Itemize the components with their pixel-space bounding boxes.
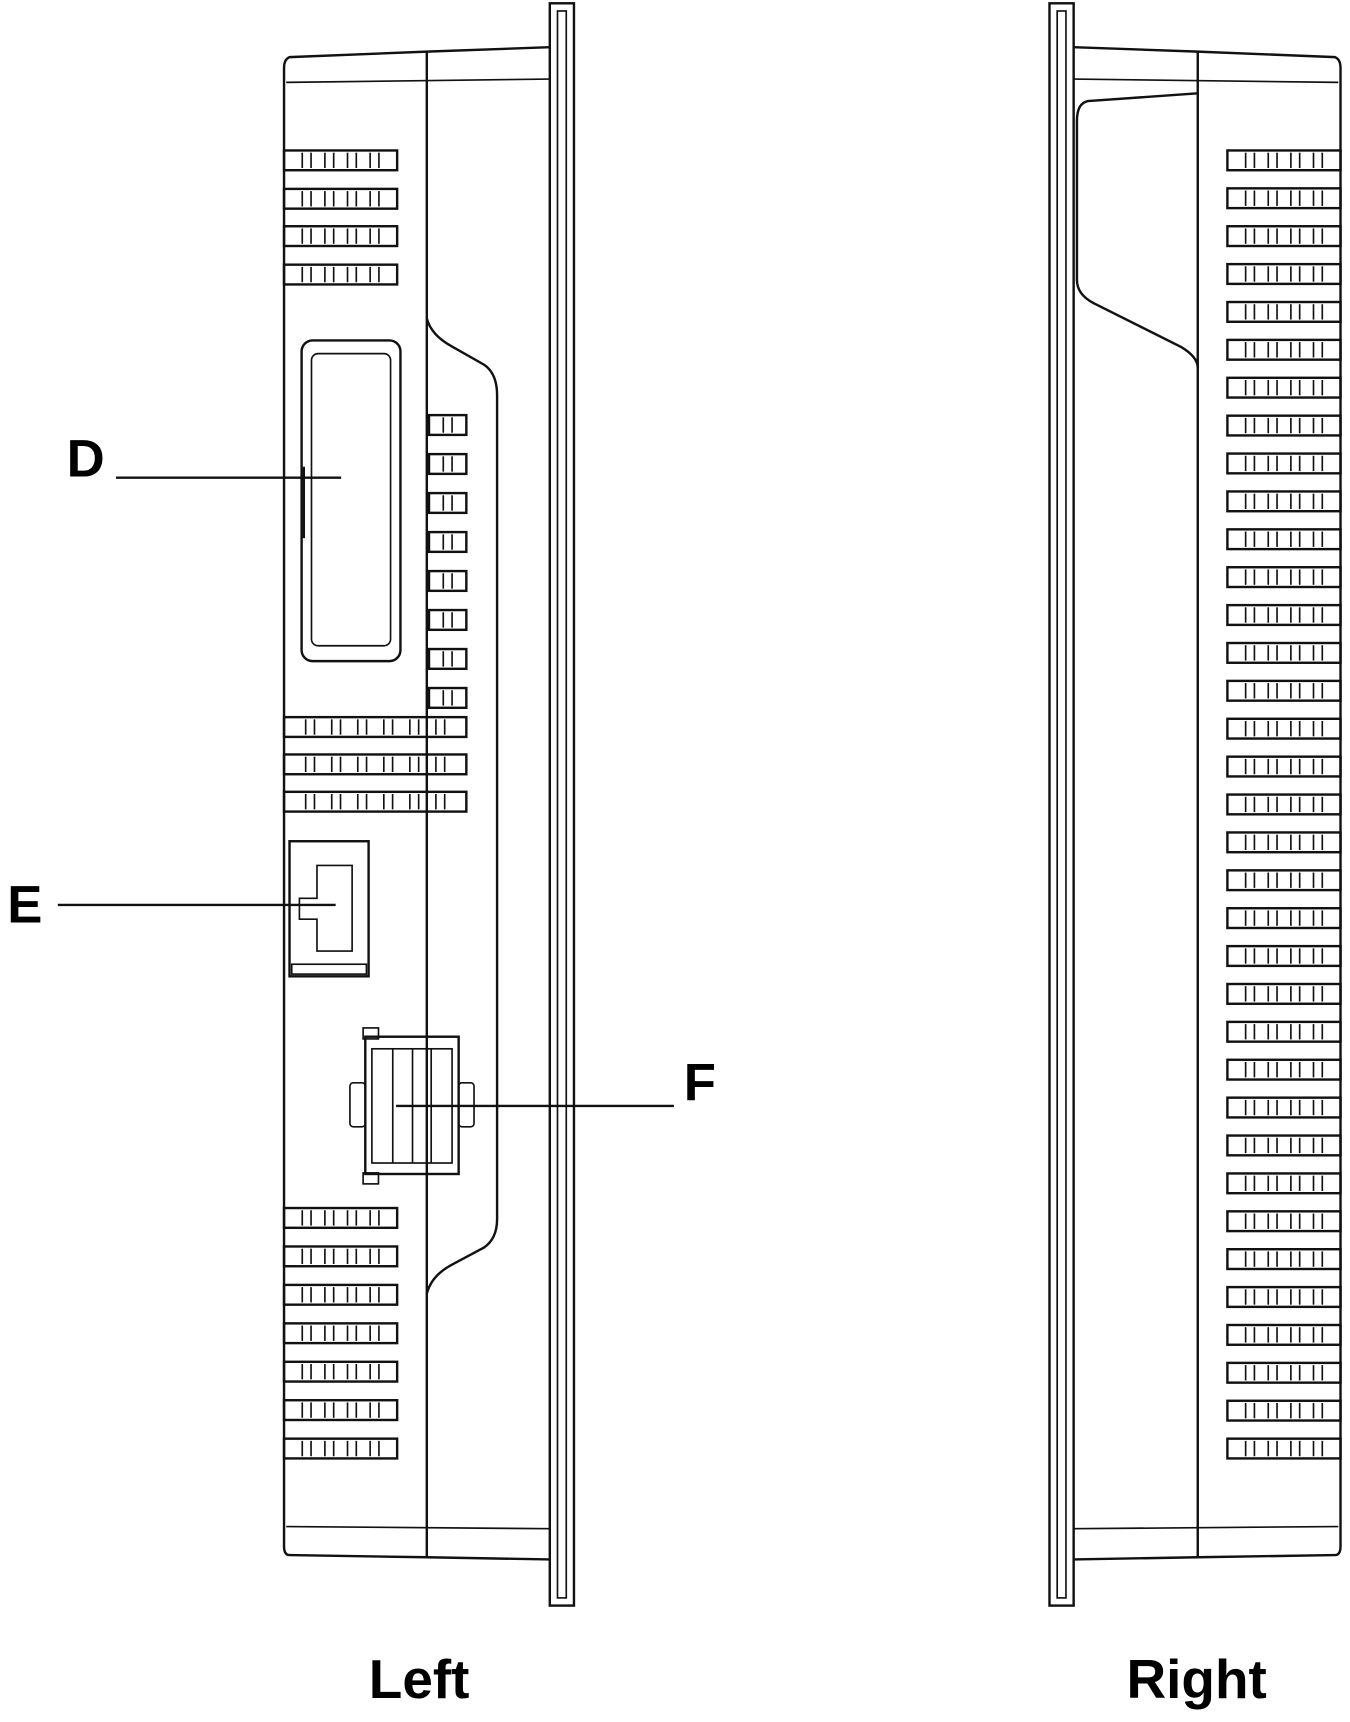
vent-slot bbox=[1226, 944, 1342, 968]
left-bezel bbox=[548, 2, 576, 1607]
vent-slot bbox=[1226, 755, 1342, 778]
vent-slot bbox=[1226, 869, 1342, 892]
vent-slot bbox=[282, 1283, 399, 1306]
vent-slot bbox=[1226, 717, 1342, 740]
vent-slot bbox=[1226, 1172, 1342, 1195]
vent-slot bbox=[282, 1399, 399, 1422]
vent-slot bbox=[282, 1322, 399, 1345]
label-e: E bbox=[7, 876, 42, 935]
vent-slot bbox=[1226, 1248, 1342, 1271]
view-title-left: Left bbox=[369, 1648, 470, 1710]
vent-slot bbox=[282, 263, 399, 286]
vent-slot bbox=[1226, 490, 1342, 513]
vent-slot bbox=[1226, 338, 1342, 361]
vent-slot bbox=[1226, 300, 1342, 323]
left-housing-outline bbox=[282, 46, 550, 1561]
left-side-view: D E F Left bbox=[7, 2, 716, 1710]
vent-slot bbox=[1226, 831, 1342, 854]
right-bezel bbox=[1048, 2, 1075, 1607]
vent-slot bbox=[1226, 1323, 1342, 1346]
view-title-right: Right bbox=[1127, 1648, 1267, 1710]
vent-slot bbox=[427, 647, 468, 671]
vent-slot bbox=[1226, 1134, 1342, 1157]
vent-slot bbox=[427, 569, 468, 593]
right-housing-step bbox=[1075, 92, 1199, 368]
vent-slot bbox=[282, 1437, 399, 1460]
label-d: D bbox=[67, 430, 105, 489]
vent-slot bbox=[282, 790, 468, 813]
vent-slot bbox=[1226, 225, 1342, 248]
vent-slot bbox=[1226, 187, 1342, 210]
vent-slot bbox=[1226, 982, 1342, 1005]
vent-slot bbox=[282, 1360, 399, 1383]
vent-slot bbox=[1226, 793, 1342, 816]
vent-slot bbox=[427, 491, 468, 515]
vent-slot bbox=[1226, 1437, 1342, 1460]
vent-slot bbox=[1226, 907, 1342, 930]
vent-slot bbox=[1226, 528, 1342, 551]
vent-slot bbox=[1226, 1399, 1342, 1422]
vent-slot bbox=[1226, 452, 1342, 475]
vent-slot bbox=[1226, 414, 1342, 437]
vent-slot bbox=[1226, 641, 1342, 664]
vent-slot bbox=[1226, 679, 1342, 702]
left-vent-group bbox=[282, 149, 468, 1460]
label-f: F bbox=[684, 1053, 716, 1112]
vent-slot bbox=[282, 753, 468, 776]
vent-slot bbox=[282, 1245, 399, 1268]
vent-slot bbox=[1226, 1020, 1342, 1043]
vent-slot bbox=[282, 149, 399, 172]
vent-slot bbox=[427, 413, 468, 437]
port-e bbox=[288, 840, 370, 978]
vent-slot bbox=[1226, 1285, 1342, 1309]
vent-slot bbox=[282, 715, 468, 739]
vent-slot bbox=[427, 686, 468, 710]
vent-slot bbox=[1226, 566, 1342, 589]
vent-slot bbox=[1226, 1096, 1342, 1119]
vent-slot bbox=[282, 187, 399, 210]
vent-slot bbox=[282, 225, 399, 248]
vent-slot bbox=[1226, 603, 1342, 627]
left-housing-step bbox=[425, 318, 499, 1295]
vent-slot bbox=[1226, 1361, 1342, 1384]
vent-slot bbox=[427, 452, 468, 476]
right-side-view: Right bbox=[1048, 2, 1342, 1710]
vent-slot bbox=[1226, 376, 1342, 399]
vent-slot bbox=[1226, 1210, 1342, 1233]
right-vent-group bbox=[1226, 149, 1342, 1460]
slot-d bbox=[300, 339, 402, 663]
vent-slot bbox=[427, 530, 468, 554]
vent-slot bbox=[1226, 262, 1342, 286]
vent-slot bbox=[1226, 149, 1342, 172]
vent-slot bbox=[427, 608, 468, 632]
vent-slot bbox=[1226, 1058, 1342, 1081]
vent-slot bbox=[282, 1206, 399, 1230]
